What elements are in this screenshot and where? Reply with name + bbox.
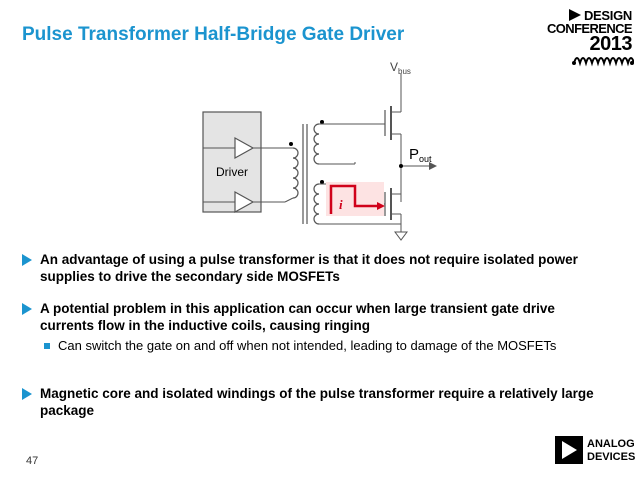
secondary-coil-high	[313, 123, 320, 165]
bullet-arrow-icon	[22, 254, 32, 266]
driver-block	[202, 111, 262, 213]
design-conference-logo: DESIGN CONFERENCE 2013	[532, 8, 634, 78]
driver-label: Driver	[216, 165, 248, 179]
page-number: 47	[26, 455, 39, 467]
primary-coil	[292, 147, 299, 199]
current-label: i	[339, 197, 343, 212]
bullet-3: Magnetic core and isolated windings of t…	[40, 386, 594, 418]
conference-line2: CONFERENCE	[546, 21, 633, 36]
logo-line1: ANALOG	[587, 438, 635, 450]
waveform-icon	[572, 57, 634, 67]
conference-year: 2013	[589, 33, 633, 55]
current-arrow-icon	[377, 202, 385, 210]
ground-icon	[394, 231, 408, 241]
secondary-coil-low	[313, 183, 320, 225]
sub-bullet-square-icon	[44, 343, 50, 349]
play-icon	[569, 9, 581, 21]
conference-line1: DESIGN	[583, 8, 632, 23]
adi-logo-icon	[555, 436, 583, 464]
half-bridge-circuit: Driver Vbus Pout i	[202, 60, 437, 241]
bullet-1: An advantage of using a pulse transforme…	[40, 252, 578, 284]
sub-bullet-1: Can switch the gate on and off when not …	[58, 338, 557, 353]
logo-line2: DEVICES	[587, 451, 636, 463]
pout-label: Pout	[409, 146, 432, 164]
vbus-label: Vbus	[390, 60, 411, 76]
current-path	[329, 184, 381, 214]
bullet-arrow-icon	[22, 303, 32, 315]
slide-title: Pulse Transformer Half-Bridge Gate Drive…	[22, 24, 405, 45]
bullet-arrow-icon	[22, 388, 32, 400]
bullet-2: A potential problem in this application …	[40, 301, 555, 333]
